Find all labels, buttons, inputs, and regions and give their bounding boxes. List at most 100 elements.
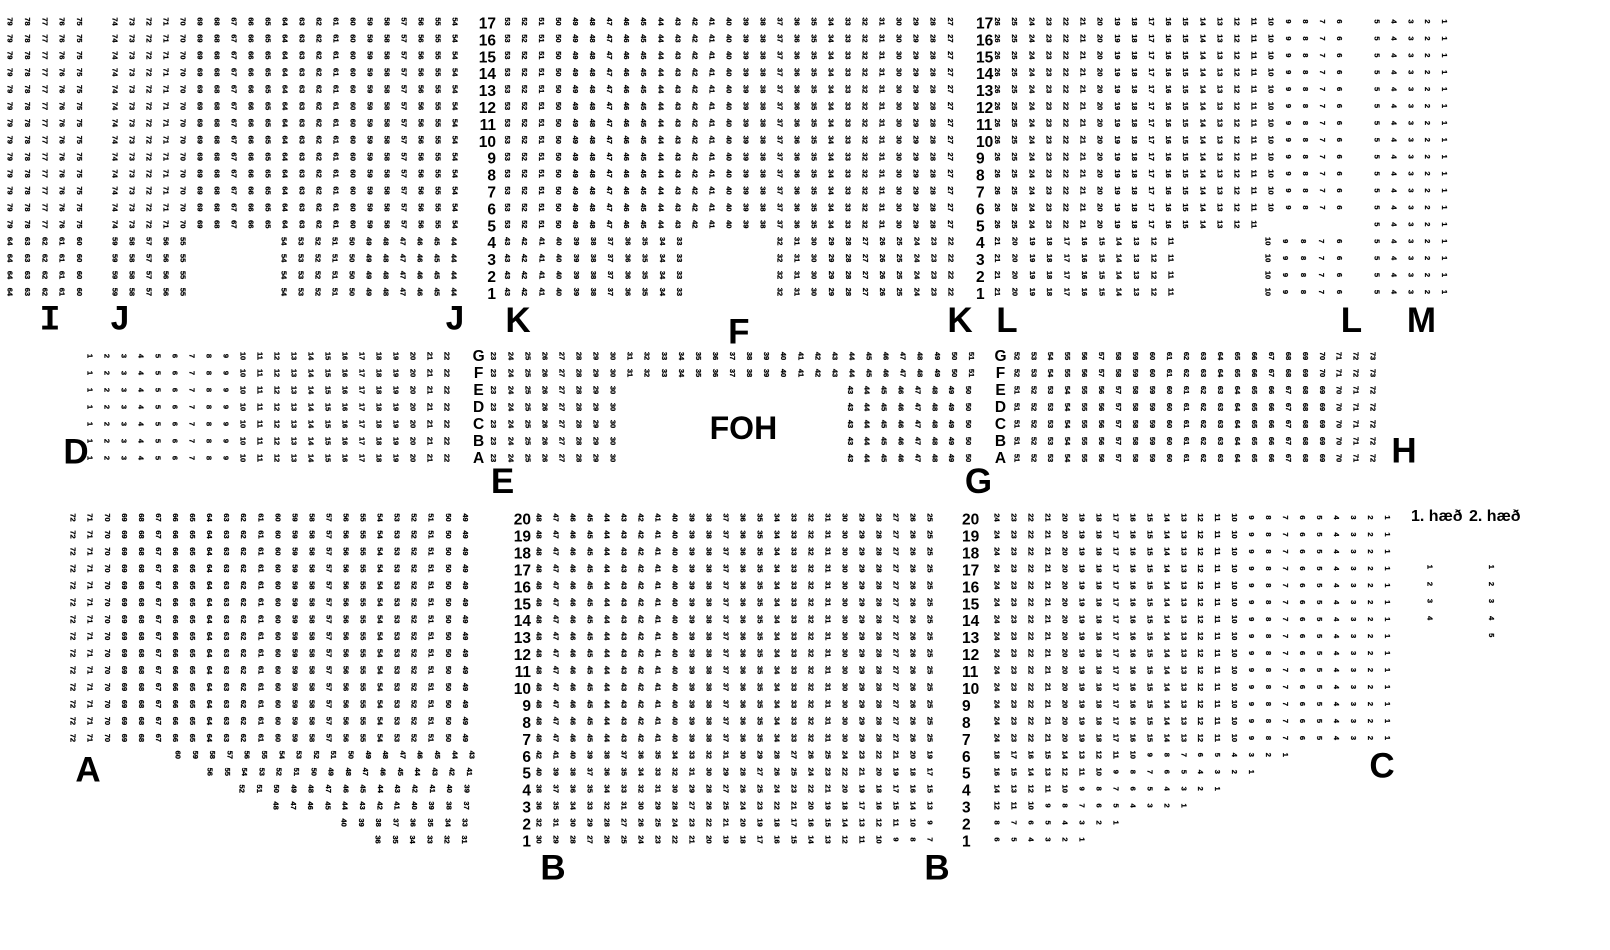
svg-text:49: 49 [947,437,956,445]
svg-text:22: 22 [1027,666,1036,674]
svg-text:65: 65 [264,102,273,110]
svg-text:60: 60 [349,186,358,194]
svg-text:25: 25 [523,437,532,445]
svg-text:10: 10 [239,369,248,377]
svg-text:40: 40 [724,136,733,144]
svg-text:6: 6 [1335,205,1344,209]
svg-text:1: 1 [1440,222,1449,226]
svg-text:75: 75 [75,68,84,76]
svg-text:47: 47 [605,153,614,161]
svg-text:48: 48 [588,186,597,194]
svg-text:29: 29 [858,530,867,538]
svg-text:16: 16 [1080,271,1089,279]
svg-text:74: 74 [110,203,119,212]
svg-text:3: 3 [1406,121,1415,125]
svg-text:F: F [474,365,483,382]
svg-text:70: 70 [178,68,187,76]
svg-text:71: 71 [1352,420,1361,428]
svg-text:42: 42 [637,700,646,708]
svg-text:29: 29 [858,564,867,572]
svg-text:56: 56 [243,751,252,759]
svg-text:53: 53 [393,615,402,623]
svg-text:63: 63 [23,254,32,262]
svg-text:17: 17 [1111,734,1120,742]
svg-text:2: 2 [1366,668,1375,672]
svg-text:45: 45 [880,403,889,411]
svg-text:74: 74 [110,102,119,111]
svg-text:19: 19 [1113,203,1122,211]
svg-text:22: 22 [443,420,452,428]
svg-text:22: 22 [1062,102,1071,110]
svg-text:70: 70 [103,683,112,691]
svg-text:36: 36 [535,801,544,809]
svg-text:45: 45 [432,254,441,262]
svg-text:49: 49 [461,513,470,521]
svg-text:59: 59 [366,119,375,127]
svg-text:1: 1 [1440,87,1449,91]
svg-text:17: 17 [1111,598,1120,606]
svg-text:26: 26 [878,237,887,245]
svg-text:79: 79 [6,186,15,194]
svg-text:8: 8 [487,168,496,185]
svg-text:5: 5 [1315,583,1324,587]
svg-text:74: 74 [110,17,119,26]
svg-text:41: 41 [707,220,716,228]
svg-text:64: 64 [281,203,290,212]
svg-text:30: 30 [895,186,904,194]
svg-text:22: 22 [1062,220,1071,228]
svg-text:17: 17 [790,818,799,826]
svg-text:13: 13 [1179,581,1188,589]
svg-text:49: 49 [571,203,580,211]
svg-text:30: 30 [569,818,578,826]
svg-text:69: 69 [1318,420,1327,428]
svg-text:63: 63 [298,153,307,161]
svg-text:58: 58 [307,564,316,572]
svg-text:27: 27 [892,615,901,623]
svg-text:59: 59 [1148,437,1157,445]
svg-text:5: 5 [1373,155,1382,159]
svg-text:21: 21 [1079,203,1088,211]
svg-text:12: 12 [1233,153,1242,161]
svg-text:73: 73 [127,102,136,110]
svg-text:72: 72 [1352,369,1361,377]
svg-text:61: 61 [256,581,265,589]
svg-text:34: 34 [773,666,782,675]
svg-text:34: 34 [569,801,578,810]
svg-text:61: 61 [58,271,67,279]
svg-text:17: 17 [1111,700,1120,708]
svg-text:11: 11 [480,117,497,134]
svg-text:24: 24 [506,403,515,412]
svg-text:3: 3 [1406,172,1415,176]
svg-text:52: 52 [410,632,419,640]
svg-text:62: 62 [1182,369,1191,377]
svg-text:56: 56 [342,547,351,555]
svg-text:38: 38 [569,768,578,776]
svg-text:26: 26 [993,85,1002,93]
svg-text:46: 46 [569,666,578,674]
svg-text:28: 28 [773,751,782,759]
svg-text:13: 13 [1215,153,1224,161]
svg-text:5: 5 [1315,719,1324,723]
svg-text:33: 33 [675,254,684,262]
svg-text:37: 37 [776,17,785,25]
svg-text:26: 26 [909,734,918,742]
svg-text:66: 66 [247,153,256,161]
svg-text:11: 11 [1213,531,1222,539]
svg-text:25: 25 [1010,51,1019,59]
svg-text:41: 41 [654,581,663,589]
svg-text:35: 35 [810,186,819,194]
svg-text:40: 40 [671,530,680,538]
svg-text:60: 60 [1165,386,1174,394]
svg-text:58: 58 [307,547,316,555]
svg-text:36: 36 [739,700,748,708]
svg-text:66: 66 [1267,437,1276,445]
svg-text:61: 61 [1165,369,1174,377]
svg-text:34: 34 [827,102,836,111]
svg-text:46: 46 [897,403,906,411]
svg-text:24: 24 [841,751,850,760]
svg-text:36: 36 [739,564,748,572]
svg-text:57: 57 [400,136,409,144]
svg-text:63: 63 [298,186,307,194]
svg-text:44: 44 [603,649,612,658]
svg-text:16: 16 [909,785,918,793]
